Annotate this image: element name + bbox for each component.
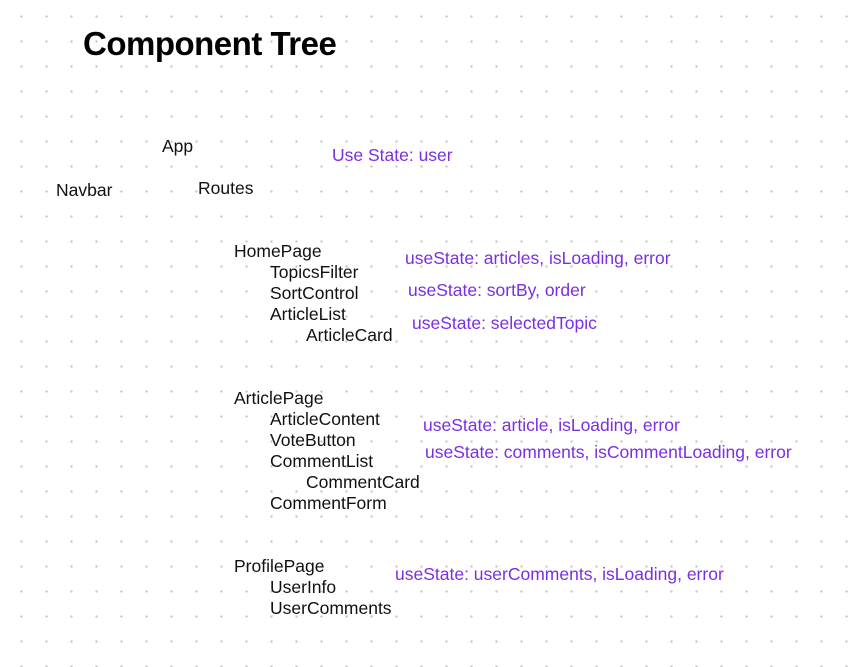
node-sort-control: SortControl	[270, 283, 359, 303]
node-home-page: HomePage	[234, 241, 322, 261]
node-routes: Routes	[198, 178, 254, 198]
page-title: Component Tree	[83, 25, 337, 62]
node-comment-form: CommentForm	[270, 493, 387, 513]
node-app: App	[162, 136, 194, 156]
node-vote-button: VoteButton	[270, 430, 356, 450]
node-article-content: ArticleContent	[270, 409, 380, 429]
node-user-info: UserInfo	[270, 577, 337, 597]
node-article-card: ArticleCard	[306, 325, 393, 345]
note-article-state: useState: article, isLoading, error	[423, 415, 680, 435]
note-sort-state: useState: sortBy, order	[408, 280, 586, 300]
node-comment-list: CommentList	[270, 451, 374, 471]
note-app-state: Use State: user	[332, 145, 453, 165]
node-profile-page: ProfilePage	[234, 556, 325, 576]
note-home-state: useState: articles, isLoading, error	[405, 248, 671, 268]
node-article-list: ArticleList	[270, 304, 346, 324]
note-profile-state: useState: userComments, isLoading, error	[395, 564, 724, 584]
note-topic-state: useState: selectedTopic	[412, 313, 597, 333]
note-comments-state: useState: comments, isCommentLoading, er…	[425, 442, 792, 462]
node-comment-card: CommentCard	[306, 472, 420, 492]
node-user-comments: UserComments	[270, 598, 392, 618]
node-navbar: Navbar	[56, 180, 113, 200]
node-topics-filter: TopicsFilter	[270, 262, 359, 282]
node-article-page: ArticlePage	[234, 388, 324, 408]
